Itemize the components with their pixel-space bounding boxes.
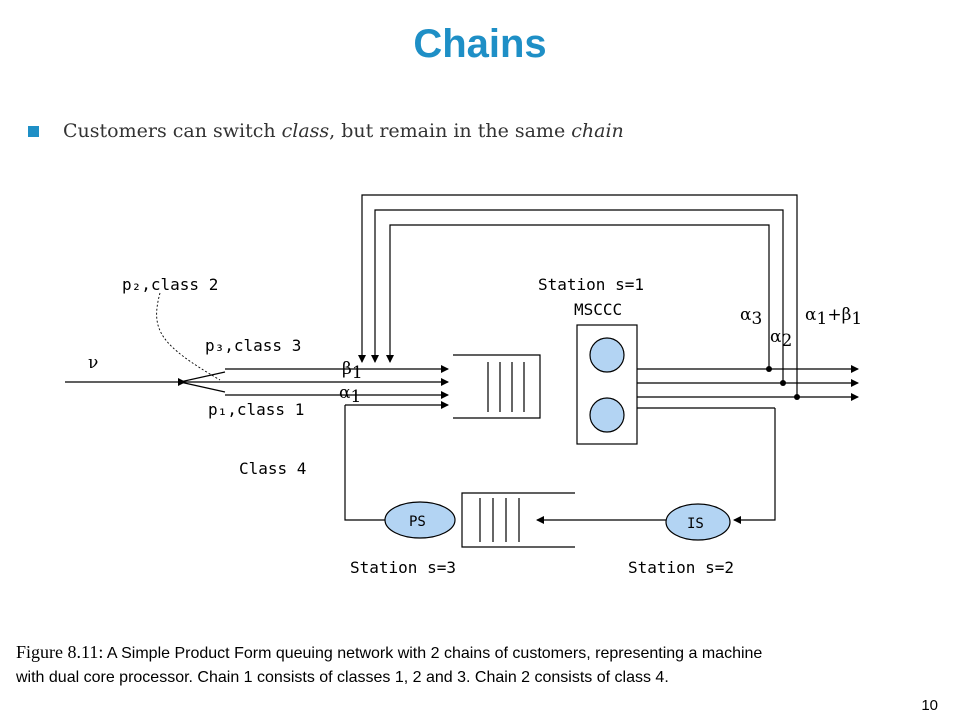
alpha2-label: α2 <box>770 327 792 351</box>
split-line-class1 <box>179 381 226 393</box>
class4-return-line <box>733 408 776 524</box>
station3-label: Station s=3 <box>350 558 456 577</box>
feedback-loop-inner <box>386 224 770 369</box>
branch-dot-alpha1-beta1 <box>794 394 800 400</box>
beta1-label: β1 <box>342 359 363 383</box>
ps-server <box>384 501 456 539</box>
page-number: 10 <box>921 697 938 714</box>
station2-label: Station s=2 <box>628 558 734 577</box>
figure-caption: Figure 8.11: A Simple Product Form queui… <box>16 640 936 690</box>
ps-label: PS <box>409 514 426 530</box>
mscc-label: MSCCC <box>574 300 622 319</box>
figure-label: Figure 8.11: <box>16 642 104 662</box>
bullet-text-pre: Customers can switch <box>63 120 282 142</box>
station3-queue <box>461 492 575 548</box>
bullet-text: Customers can switch class, but remain i… <box>63 120 624 142</box>
bullet-text-class: class <box>281 120 330 142</box>
bullet-text-chain: chain <box>571 120 624 142</box>
ps-to-station1-line <box>344 405 385 521</box>
p1-class1-label: p₁,class 1 <box>208 400 304 419</box>
class4-label: Class 4 <box>239 459 306 478</box>
branch-dot-alpha2 <box>780 380 786 386</box>
caption-line-2: with dual core processor. Chain 1 consis… <box>16 669 669 686</box>
queueing-network-diagram: ν p₂,class 2 p₃,class 3 p₁,class 1 Class… <box>65 194 862 577</box>
branch-dot-alpha3 <box>766 366 772 372</box>
caption-line-1: A Simple Product Form queuing network wi… <box>103 645 763 662</box>
bullet-marker-icon <box>28 125 39 137</box>
bullet-text-mid: , but remain in the same <box>329 120 572 142</box>
station1-server-box <box>576 324 638 445</box>
feedback-loop-outer <box>358 194 798 397</box>
feedback-loop-middle <box>371 209 784 383</box>
nu-label: ν <box>88 353 98 373</box>
p2-class2-label: p₂,class 2 <box>122 275 218 294</box>
p3-class3-label: p₃,class 3 <box>205 336 301 355</box>
alpha3-label: α3 <box>740 305 762 329</box>
bullet-item: Customers can switch class, but remain i… <box>28 120 624 142</box>
station1-queue <box>453 354 541 419</box>
alpha1-plus-beta1-label: α1+β1 <box>805 305 862 329</box>
station1-label: Station s=1 <box>538 275 644 294</box>
station1-core-1 <box>589 337 625 373</box>
alpha1-label: α1 <box>339 383 361 407</box>
slide-title: Chains <box>413 22 547 66</box>
split-line-class2 <box>179 371 226 383</box>
station1-core-2 <box>589 397 625 433</box>
is-server <box>665 503 731 541</box>
p2-leader-line <box>156 292 221 381</box>
is-label: IS <box>687 516 704 532</box>
